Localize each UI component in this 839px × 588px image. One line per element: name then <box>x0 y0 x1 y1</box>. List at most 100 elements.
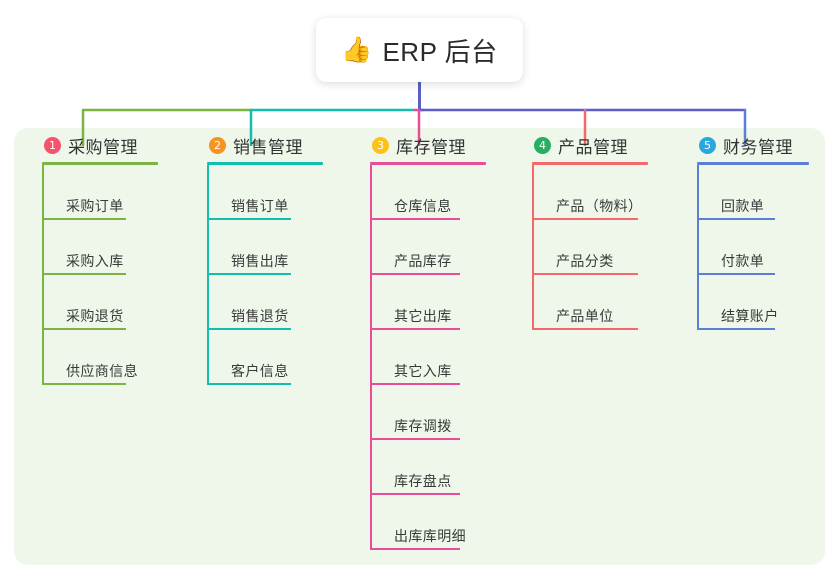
list-item-rule <box>207 383 291 385</box>
list-item[interactable]: 仓库信息 <box>370 165 486 220</box>
list-item[interactable]: 库存调拨 <box>370 385 486 440</box>
column-title: 采购管理 <box>68 137 138 157</box>
column-title: 库存管理 <box>396 137 466 157</box>
column-2: 2 销售管理销售订单销售出库销售退货客户信息 <box>207 128 323 385</box>
list-item-label: 其它入库 <box>394 363 452 379</box>
list-item[interactable]: 产品分类 <box>532 220 648 275</box>
list-item-label: 销售订单 <box>231 198 289 214</box>
list-item-label: 其它出库 <box>394 308 452 324</box>
column-5: 5 财务管理回款单付款单结算账户 <box>697 128 809 330</box>
list-item-rule <box>42 218 126 220</box>
list-item-rule <box>370 328 460 330</box>
column-spine <box>532 165 534 330</box>
column-4: 4 产品管理产品（物料） 产品分类产品单位 <box>532 128 648 330</box>
column-header-1[interactable]: 1 采购管理 <box>42 128 158 162</box>
column-header-2[interactable]: 2 销售管理 <box>207 128 323 162</box>
list-item-rule <box>207 328 291 330</box>
list-item-rule <box>370 383 460 385</box>
column-header-rule <box>697 162 809 165</box>
root-node-title: ERP 后台 <box>382 36 498 67</box>
list-item-label: 仓库信息 <box>394 198 452 214</box>
list-item[interactable]: 客户信息 <box>207 330 323 385</box>
column-1: 1 采购管理采购订单采购入库采购退货供应商信息 <box>42 128 158 385</box>
column-spine <box>370 165 372 550</box>
thumbs-up-icon: 👍 <box>341 35 373 64</box>
column-header-rule <box>42 162 158 165</box>
column-badge-icon: 5 <box>699 136 716 154</box>
column-spine <box>42 165 44 385</box>
list-item-rule <box>370 548 460 550</box>
list-item-rule <box>532 328 638 330</box>
column-title: 财务管理 <box>723 137 793 157</box>
column-items: 产品（物料） 产品分类产品单位 <box>532 165 648 330</box>
list-item-label: 采购退货 <box>66 308 124 324</box>
column-items: 销售订单销售出库销售退货客户信息 <box>207 165 323 385</box>
list-item-label: 产品库存 <box>394 253 452 269</box>
list-item[interactable]: 其它入库 <box>370 330 486 385</box>
column-header-3[interactable]: 3 库存管理 <box>370 128 486 162</box>
column-header-5[interactable]: 5 财务管理 <box>697 128 809 162</box>
list-item[interactable]: 产品单位 <box>532 275 648 330</box>
list-item[interactable]: 回款单 <box>697 165 809 220</box>
list-item[interactable]: 其它出库 <box>370 275 486 330</box>
list-item[interactable]: 出库库明细 <box>370 495 486 550</box>
list-item-rule <box>370 218 460 220</box>
list-item-rule <box>207 218 291 220</box>
column-badge-icon: 4 <box>534 136 551 154</box>
list-item[interactable]: 采购退货 <box>42 275 158 330</box>
list-item-label: 客户信息 <box>231 363 289 379</box>
list-item-label: 销售出库 <box>231 253 289 269</box>
column-title: 销售管理 <box>233 137 303 157</box>
list-item[interactable]: 产品库存 <box>370 220 486 275</box>
list-item-rule <box>370 438 460 440</box>
list-item[interactable]: 付款单 <box>697 220 809 275</box>
list-item-label: 采购入库 <box>66 253 124 269</box>
column-header-rule <box>532 162 648 165</box>
column-spine <box>207 165 209 385</box>
column-items: 采购订单采购入库采购退货供应商信息 <box>42 165 158 385</box>
column-header-rule <box>207 162 323 165</box>
column-badge-icon: 3 <box>372 136 389 154</box>
list-item[interactable]: 产品（物料） <box>532 165 648 220</box>
list-item-rule <box>697 273 775 275</box>
list-item-rule <box>42 328 126 330</box>
column-items: 回款单付款单结算账户 <box>697 165 809 330</box>
list-item[interactable]: 库存盘点 <box>370 440 486 495</box>
column-3: 3 库存管理仓库信息产品库存其它出库其它入库库存调拨库存盘点出库库明细 <box>370 128 486 550</box>
list-item-rule <box>697 218 775 220</box>
list-item-label: 产品单位 <box>556 308 614 324</box>
list-item[interactable]: 结算账户 <box>697 275 809 330</box>
list-item[interactable]: 销售出库 <box>207 220 323 275</box>
list-item-rule <box>532 218 638 220</box>
list-item-label: 采购订单 <box>66 198 124 214</box>
list-item-label: 库存调拨 <box>394 418 452 434</box>
list-item[interactable]: 采购入库 <box>42 220 158 275</box>
list-item-label: 产品（物料） <box>556 198 643 214</box>
list-item-label: 供应商信息 <box>66 363 138 379</box>
column-badge-icon: 1 <box>44 136 61 154</box>
column-header-4[interactable]: 4 产品管理 <box>532 128 648 162</box>
list-item-label: 库存盘点 <box>394 473 452 489</box>
column-spine <box>697 165 699 330</box>
diagram-background-panel <box>14 128 825 565</box>
list-item-label: 出库库明细 <box>394 528 466 544</box>
list-item-rule <box>207 273 291 275</box>
list-item[interactable]: 销售退货 <box>207 275 323 330</box>
list-item-label: 销售退货 <box>231 308 289 324</box>
list-item-label: 产品分类 <box>556 253 614 269</box>
root-node-card[interactable]: 👍 ERP 后台 <box>316 18 523 82</box>
column-header-rule <box>370 162 486 165</box>
list-item-label: 回款单 <box>721 198 765 214</box>
list-item[interactable]: 采购订单 <box>42 165 158 220</box>
list-item-rule <box>370 273 460 275</box>
list-item-rule <box>532 273 638 275</box>
list-item-label: 付款单 <box>721 253 765 269</box>
column-badge-icon: 2 <box>209 136 226 154</box>
list-item[interactable]: 供应商信息 <box>42 330 158 385</box>
column-title: 产品管理 <box>558 137 628 157</box>
list-item-label: 结算账户 <box>721 308 779 324</box>
list-item-rule <box>697 328 775 330</box>
list-item-rule <box>370 493 460 495</box>
list-item[interactable]: 销售订单 <box>207 165 323 220</box>
column-items: 仓库信息产品库存其它出库其它入库库存调拨库存盘点出库库明细 <box>370 165 486 550</box>
